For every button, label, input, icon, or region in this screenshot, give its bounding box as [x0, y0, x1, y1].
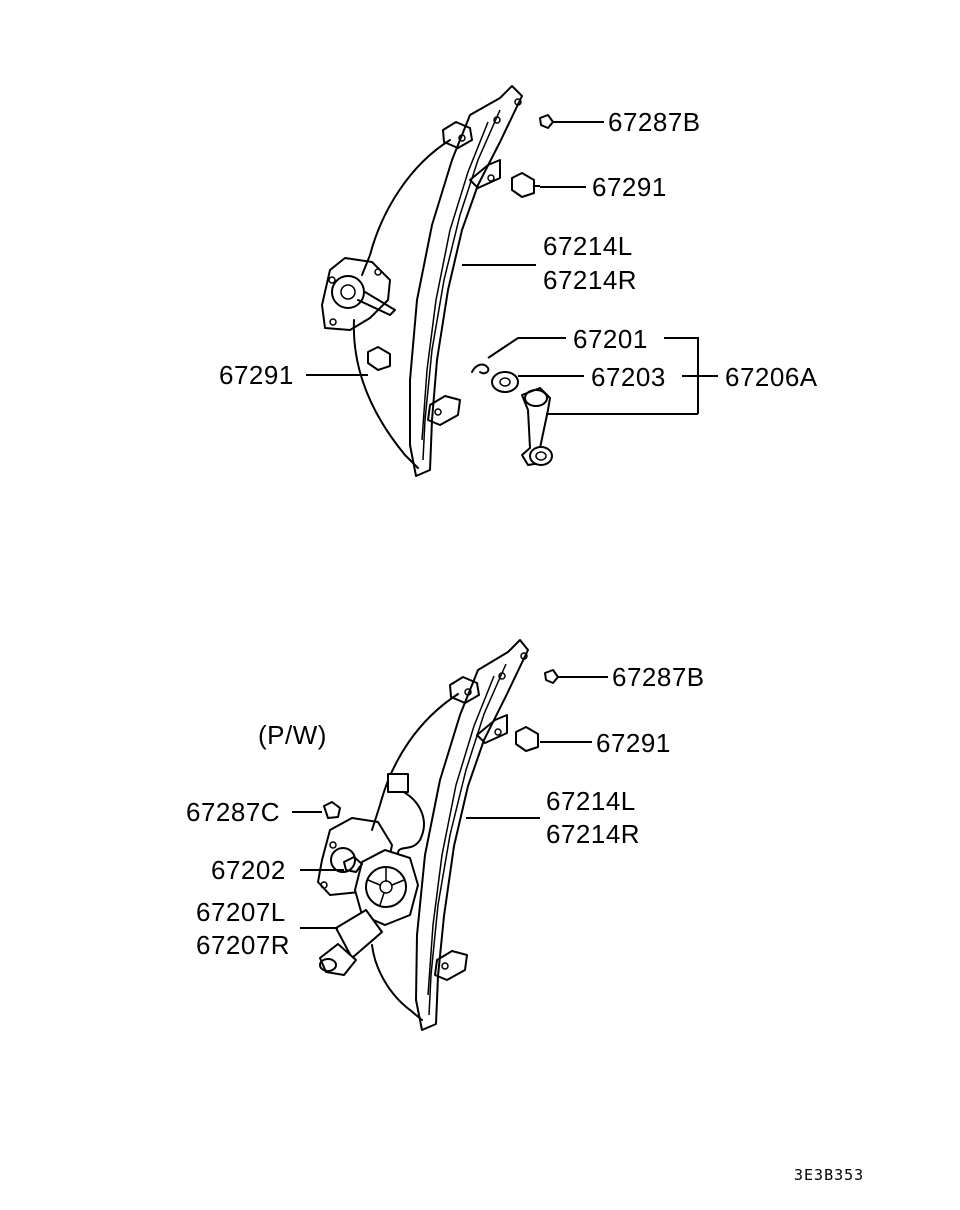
power-regulator-cable	[371, 693, 459, 831]
regulator-cable-lower	[352, 319, 419, 469]
motor-wire-harness	[396, 789, 425, 861]
harness-connector-icon	[387, 773, 409, 793]
drawing-code: 3E3B353	[794, 1166, 864, 1184]
label-washer-67203: 67203	[591, 362, 666, 392]
bolt-67291-left-icon	[367, 346, 391, 371]
regulator-rail	[409, 85, 523, 477]
caption-power-window: (P/W)	[258, 720, 327, 750]
label-handle-kit-67206a: 67206A	[725, 362, 818, 392]
bolt-67287b-power-icon	[544, 669, 559, 684]
label-power-regulator-67214l: 67214L	[546, 786, 636, 816]
label-bolt-67287c: 67287C	[186, 797, 280, 827]
label-power-regulator-67214r: 67214R	[546, 819, 640, 849]
cable-drum-housing	[321, 257, 396, 331]
regulator-cable	[361, 139, 451, 276]
bolt-67287c-icon	[323, 801, 341, 819]
label-regulator-67214r: 67214R	[543, 265, 637, 295]
label-bolt-67291: 67291	[592, 172, 667, 202]
window-motor-icon	[319, 909, 383, 976]
washer-67203-icon	[491, 371, 519, 393]
bolt-67287b-icon	[539, 114, 560, 129]
motor-gear-housing	[354, 849, 419, 926]
power-regulator-cable-lower	[371, 944, 423, 1021]
label-motor-part-67202: 67202	[211, 855, 286, 885]
clip-67201-icon	[471, 363, 490, 375]
power-regulator-assembly: (P/W)	[186, 639, 705, 1031]
manual-regulator-assembly: 67287B 67291 67214L 67214R 67291 67201 6…	[219, 85, 818, 477]
label-motor-67207r: 67207R	[196, 930, 290, 960]
label-regulator-67214l: 67214L	[543, 231, 633, 261]
window-handle-icon	[521, 387, 553, 466]
bolt-67291-power-icon	[515, 726, 539, 752]
label-clip-67201: 67201	[573, 324, 648, 354]
motor-screw-67202-icon	[343, 856, 363, 873]
label-bolt-67287b: 67287B	[608, 107, 701, 137]
bolt-67291-icon	[511, 172, 540, 198]
label-bolt-67291-left: 67291	[219, 360, 294, 390]
label-power-bolt-67291: 67291	[596, 728, 671, 758]
label-power-bolt-67287b: 67287B	[612, 662, 705, 692]
label-motor-67207l: 67207L	[196, 897, 286, 927]
power-regulator-rail	[415, 639, 529, 1031]
